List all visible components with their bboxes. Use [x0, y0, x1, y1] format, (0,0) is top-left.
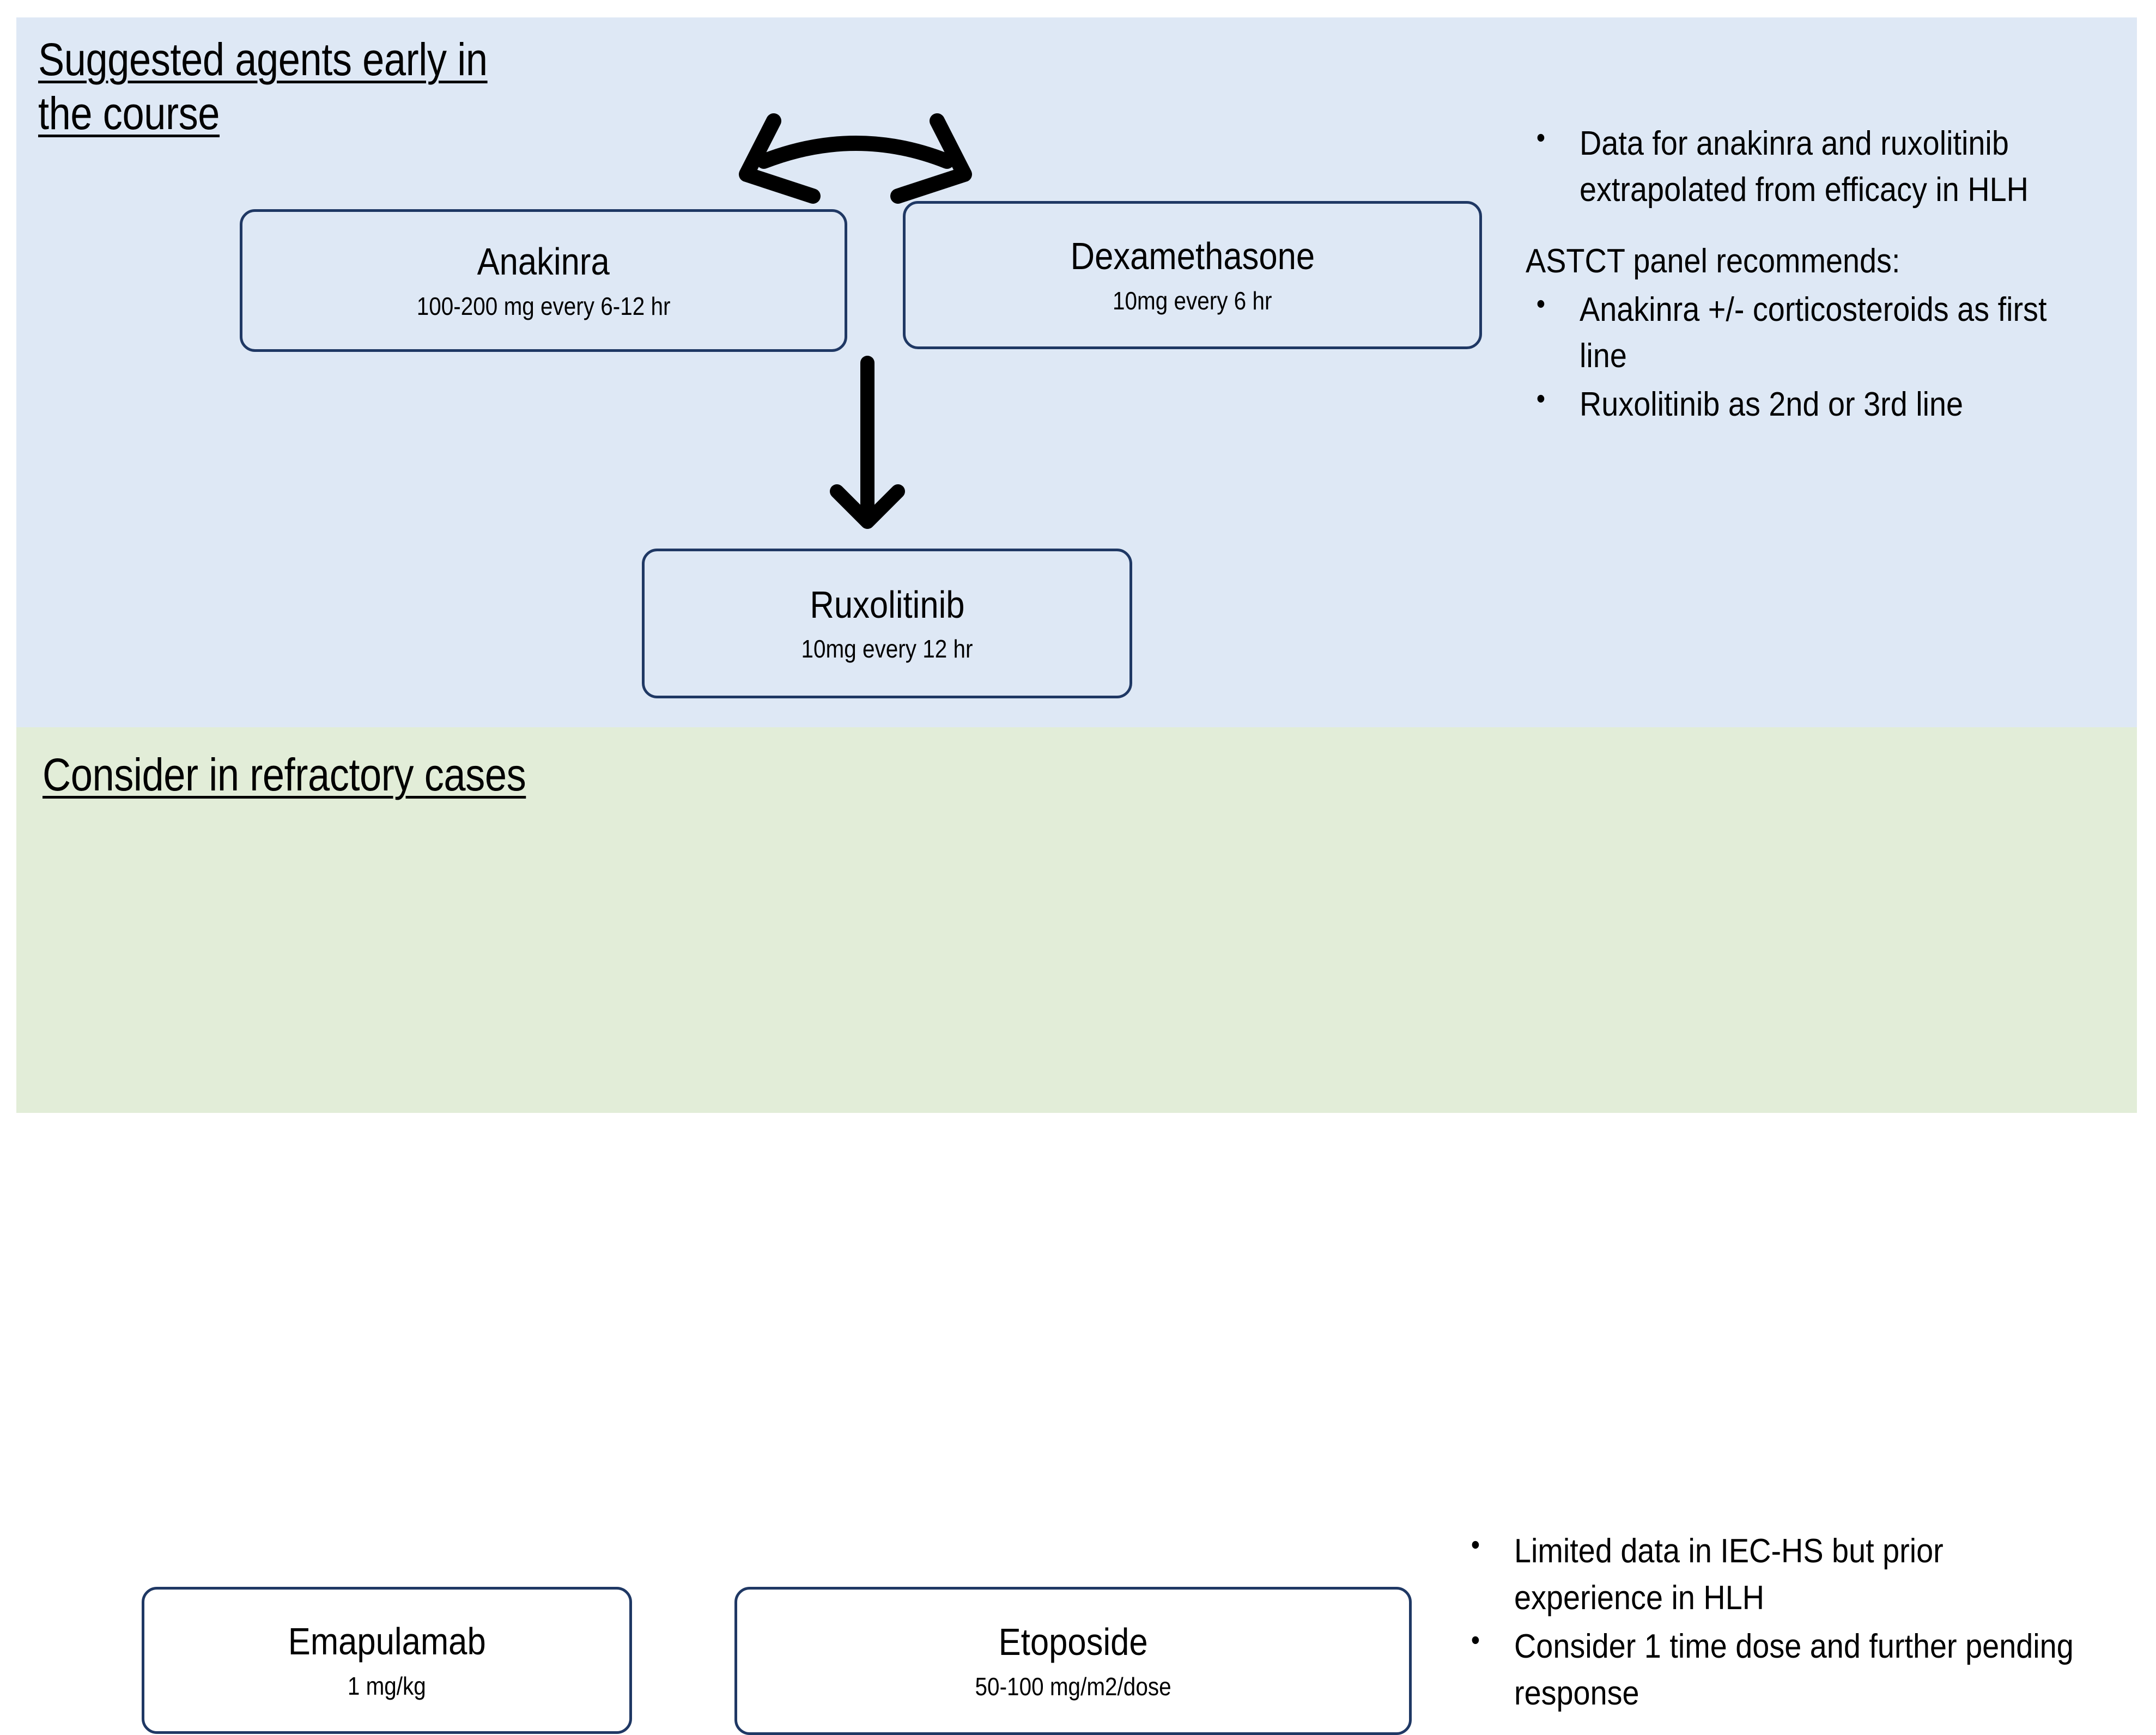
drug-dose-anakinra: 100-200 mg every 6-12 hr	[416, 291, 671, 320]
note-item: Anakinra +/- corticosteroids as first li…	[1526, 285, 2075, 380]
astct-panel-label: ASTCT panel recommends:	[1526, 242, 1900, 280]
drug-name-anakinra: Anakinra	[477, 240, 610, 283]
note-item: Ruxolitinib as 2nd or 3rd line	[1526, 380, 2075, 428]
early-course-heading-line2: the course	[38, 88, 220, 139]
drug-name-ruxolitinib: Ruxolitinib	[809, 583, 965, 626]
refractory-notes: Limited data in IEC-HS but prior experie…	[1460, 1526, 2147, 1719]
drug-dose-ruxolitinib: 10mg every 12 hr	[801, 635, 973, 663]
drug-box-ruxolitinib[interactable]: Ruxolitinib 10mg every 12 hr	[642, 549, 1132, 698]
early-course-notes: Data for anakinra and ruxolitinib extrap…	[1526, 119, 2136, 430]
drug-name-etoposide: Etoposide	[998, 1621, 1148, 1664]
note-item: Consider 1 time dose and further pending…	[1460, 1621, 2078, 1716]
drug-dose-emapulamab: 1 mg/kg	[347, 1671, 426, 1700]
drug-box-dexamethasone[interactable]: Dexamethasone 10mg every 6 hr	[903, 201, 1482, 349]
refractory-panel: Consider in refractory cases Emapulamab …	[16, 727, 2137, 1735]
notes-spacer	[1526, 216, 2136, 239]
refractory-heading: Consider in refractory cases	[42, 748, 526, 802]
early-course-heading-line1: Suggested agents early in	[38, 34, 488, 85]
drug-box-emapulamab[interactable]: Emapulamab 1 mg/kg	[142, 1587, 632, 1734]
down-arrow-icon	[830, 356, 905, 529]
drug-name-emapulamab: Emapulamab	[288, 1620, 486, 1663]
refractory-heading-line1: Consider in refractory cases	[42, 749, 526, 800]
drug-box-anakinra[interactable]: Anakinra 100-200 mg every 6-12 hr	[240, 209, 847, 352]
drug-box-etoposide[interactable]: Etoposide 50-100 mg/m2/dose	[734, 1587, 1412, 1735]
drug-dose-dexamethasone: 10mg every 6 hr	[1113, 286, 1272, 315]
note-item: Data for anakinra and ruxolitinib extrap…	[1526, 119, 2075, 214]
drug-name-dexamethasone: Dexamethasone	[1070, 235, 1315, 278]
drug-dose-etoposide: 50-100 mg/m2/dose	[975, 1672, 1171, 1701]
note-item: Limited data in IEC-HS but prior experie…	[1460, 1526, 2078, 1621]
